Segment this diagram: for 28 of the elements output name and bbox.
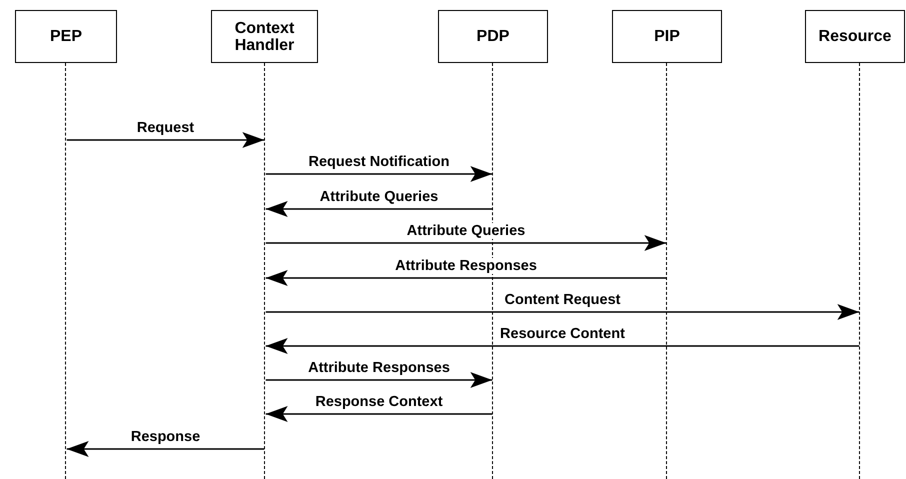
- edge-label: Response Context: [314, 394, 444, 410]
- edge-label: Attribute Responses: [307, 360, 451, 376]
- edge-label: Response: [130, 429, 202, 445]
- message-arrow: [266, 270, 666, 286]
- edge-label: Attribute Responses: [394, 258, 538, 274]
- edge-label: Content Request: [504, 292, 622, 308]
- edge-label: Request: [136, 120, 196, 136]
- lifeline: [859, 63, 860, 479]
- message-arrow: [266, 235, 666, 251]
- message-arrow: [266, 372, 492, 388]
- participant-box: PEP: [15, 10, 117, 63]
- edge-label: Attribute Queries: [318, 189, 440, 205]
- message-arrow: [266, 201, 492, 217]
- edge-label: Attribute Queries: [406, 223, 526, 239]
- lifeline: [264, 63, 266, 479]
- message-arrow: [66, 132, 264, 148]
- participant-box: PDP: [438, 10, 548, 63]
- message-arrow: [266, 406, 492, 422]
- message-arrow: [266, 338, 860, 354]
- lifeline: [666, 63, 668, 479]
- participant-box: PIP: [612, 10, 722, 63]
- message-arrow: [266, 166, 492, 182]
- edge-label: Request Notification: [308, 154, 450, 170]
- message-arrow: [66, 441, 264, 457]
- lifeline: [65, 63, 66, 479]
- participant-box: Resource: [805, 10, 905, 63]
- message-arrow: [266, 304, 860, 320]
- participant-box: Context Handler: [211, 10, 318, 63]
